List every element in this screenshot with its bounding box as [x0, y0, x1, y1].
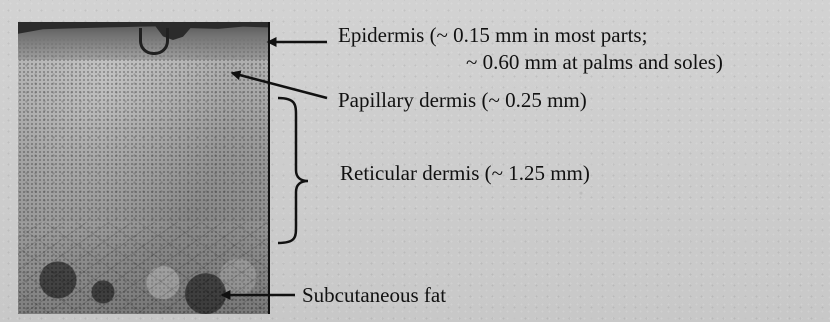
skin-histology-image: [18, 22, 270, 314]
epidermis-label-line-1: Epidermis (~ 0.15 mm in most parts;: [338, 25, 647, 46]
epidermis-label-line-2: ~ 0.60 mm at palms and soles): [466, 52, 723, 73]
reticular-brace: [278, 98, 308, 243]
subcutaneous-fat-label: Subcutaneous fat: [302, 285, 446, 306]
reticular-dermis-label: Reticular dermis (~ 1.25 mm): [340, 163, 590, 184]
subcutaneous-fat-texture: [18, 222, 268, 314]
epidermis-notch: [139, 28, 169, 55]
papillary-dermis-label: Papillary dermis (~ 0.25 mm): [338, 90, 587, 111]
